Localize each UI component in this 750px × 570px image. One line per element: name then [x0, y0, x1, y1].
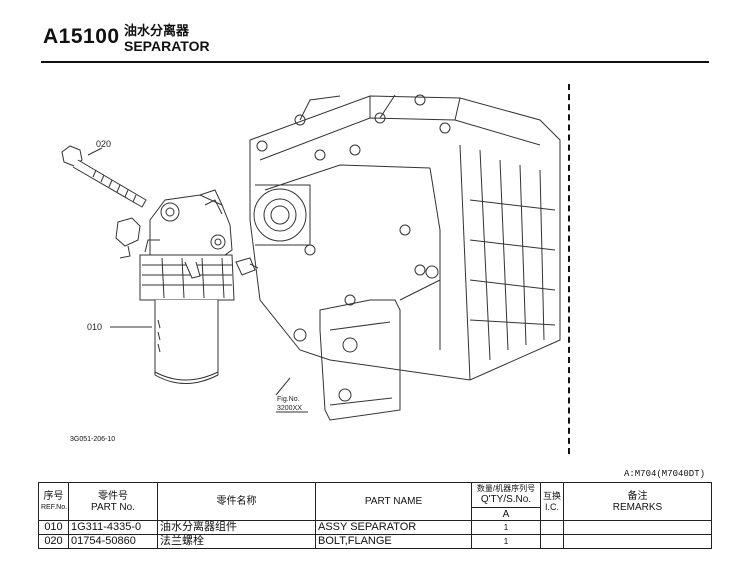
row-qty: 1	[471, 520, 541, 535]
header-qty-cn: 数量/机器序列号	[476, 484, 536, 493]
table-header-row: 序号 REF.No. 零件号 PART No. 零件名称 PART NAME 数…	[38, 482, 712, 521]
row-ref: 020	[38, 534, 69, 549]
header-ic-en: I.C.	[544, 501, 559, 512]
header-part-no-en: PART No.	[91, 501, 135, 513]
header-remarks-cn: 备注	[627, 490, 648, 502]
dashed-divider	[568, 84, 570, 454]
row-ref: 010	[38, 520, 69, 535]
header-part-no-cn: 零件号	[98, 490, 128, 502]
engine-housing	[249, 94, 561, 421]
title-english: SEPARATOR	[124, 38, 210, 54]
row-qty: 1	[471, 534, 541, 549]
header-part-name-cn: 零件名称	[157, 482, 316, 521]
callout-020: 020	[96, 139, 111, 149]
parts-table: 序号 REF.No. 零件号 PART No. 零件名称 PART NAME 数…	[38, 482, 712, 549]
row-ic	[540, 534, 564, 549]
row-name-cn: 油水分离器组件	[157, 520, 316, 535]
flange-bolt	[61, 145, 147, 208]
header-part-no: 零件号 PART No.	[68, 482, 158, 521]
header-qty: 数量/机器序列号 Q'TY/S.No. A	[471, 482, 541, 521]
header-remarks: 备注 REMARKS	[563, 482, 712, 521]
catalog-code: A15100	[43, 25, 120, 48]
row-remarks	[563, 520, 712, 535]
header-part-name-en-text: PART NAME	[364, 496, 423, 507]
separator-assembly	[115, 189, 259, 384]
leader-line-bolt	[87, 147, 103, 156]
leader-line-fig	[275, 377, 291, 396]
header-part-name-cn-text: 零件名称	[216, 496, 257, 507]
table-row: 020 01754-50860 法兰螺栓 BOLT,FLANGE 1	[38, 534, 712, 549]
figure-id: 3G051-206-10	[70, 436, 116, 443]
fig-no-value: 3200XX	[277, 405, 302, 412]
header-qty-sub: A	[472, 507, 540, 520]
row-ic	[540, 520, 564, 535]
header-ref-en: REF.No.	[41, 503, 68, 511]
exploded-view-drawing: 020 010 Fig.No. 3200XX	[61, 94, 561, 421]
header-part-name-en: PART NAME	[315, 482, 472, 521]
row-part-no: 01754-50860	[68, 534, 158, 549]
header-qty-en: Q'TY/S.No.	[480, 494, 532, 505]
model-note: A:M704(M7040DT)	[623, 469, 705, 479]
row-name-en: BOLT,FLANGE	[315, 534, 472, 549]
table-row: 010 1G311-4335-0 油水分离器组件 ASSY SEPARATOR …	[38, 520, 712, 535]
row-name-cn: 法兰螺栓	[157, 534, 316, 549]
header-ic: 互换 I.C.	[540, 482, 564, 521]
row-remarks	[563, 534, 712, 549]
header-ref-cn: 序号	[43, 490, 64, 502]
row-name-en: ASSY SEPARATOR	[315, 520, 472, 535]
header-ref: 序号 REF.No.	[38, 482, 69, 521]
header-remarks-en: REMARKS	[612, 501, 663, 513]
header-ic-cn: 互换	[542, 490, 561, 501]
header-rule	[41, 61, 709, 63]
title-chinese: 油水分离器	[124, 23, 190, 38]
fig-no-label: Fig.No.	[277, 396, 300, 403]
callout-010: 010	[87, 322, 102, 332]
row-part-no: 1G311-4335-0	[68, 520, 158, 535]
